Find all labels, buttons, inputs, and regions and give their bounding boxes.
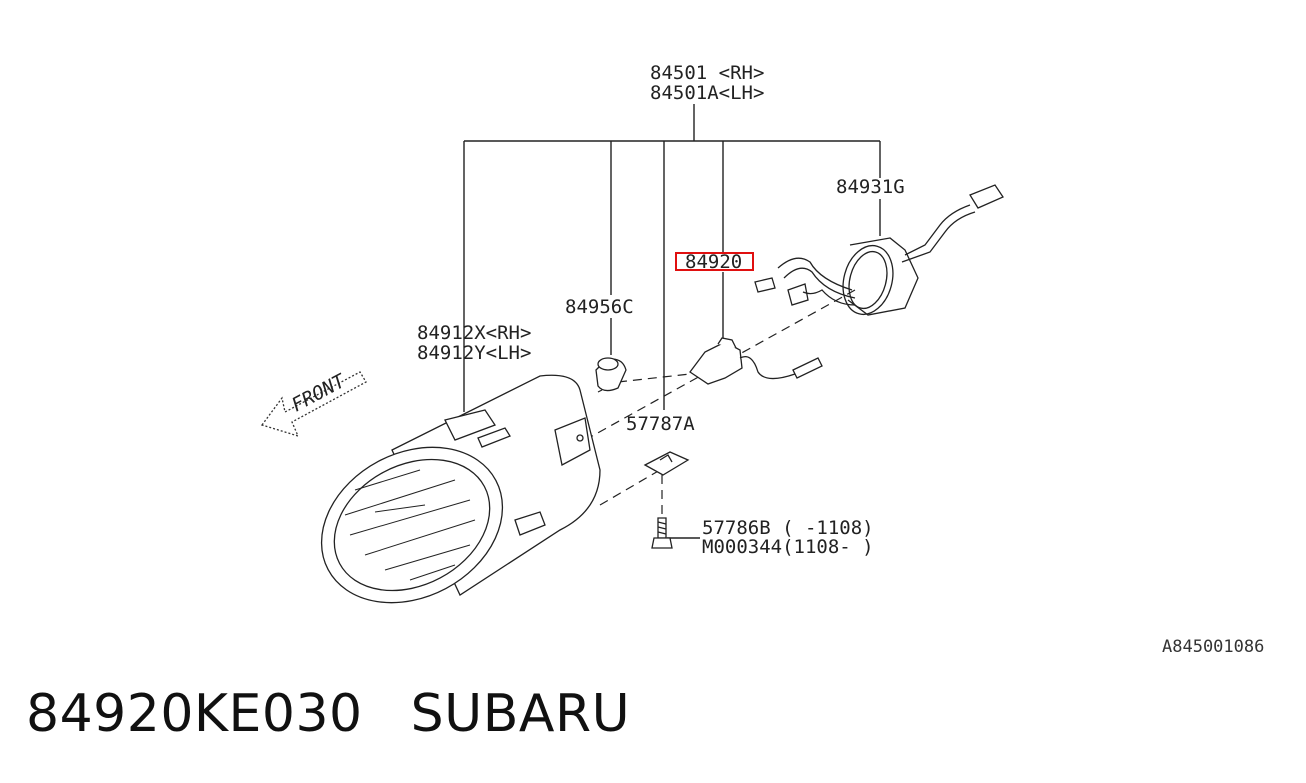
part-number: 84920KE030 [26, 684, 363, 744]
bulb-part [689, 337, 823, 385]
drawing-reference: A845001086 [1162, 637, 1264, 657]
front-arrow-icon [260, 371, 367, 438]
lens-hatching [344, 469, 476, 581]
front-label: FRONT [288, 369, 350, 416]
label-bulb: 84920 [685, 251, 742, 273]
label-socket: 84931G [836, 176, 905, 198]
fog-lamp-housing [320, 374, 601, 604]
label-nut: 57787A [626, 413, 695, 435]
nut-part [643, 451, 690, 476]
assembly-dash-lines [584, 289, 856, 520]
socket-part [754, 184, 1004, 316]
part-caption: 84920KE030 SUBARU [26, 684, 630, 744]
label-lamp-assy-lh: 84501A<LH> [650, 82, 764, 104]
brand-name: SUBARU [410, 684, 631, 744]
leader-lines [463, 104, 881, 539]
label-lens-rh: 84912X<RH> [417, 322, 531, 344]
label-bracket-cap: 84956C [565, 296, 634, 318]
bulb-highlight-box [675, 252, 754, 271]
label-lens-lh: 84912Y<LH> [417, 342, 531, 364]
label-bolt-b: M000344(1108- ) [702, 536, 874, 558]
label-bolt-a: 57786B ( -1108) [702, 517, 874, 539]
label-lamp-assy-rh: 84501 <RH> [650, 62, 764, 84]
bracket-cap-part [595, 357, 627, 392]
bolt-part [651, 517, 673, 549]
